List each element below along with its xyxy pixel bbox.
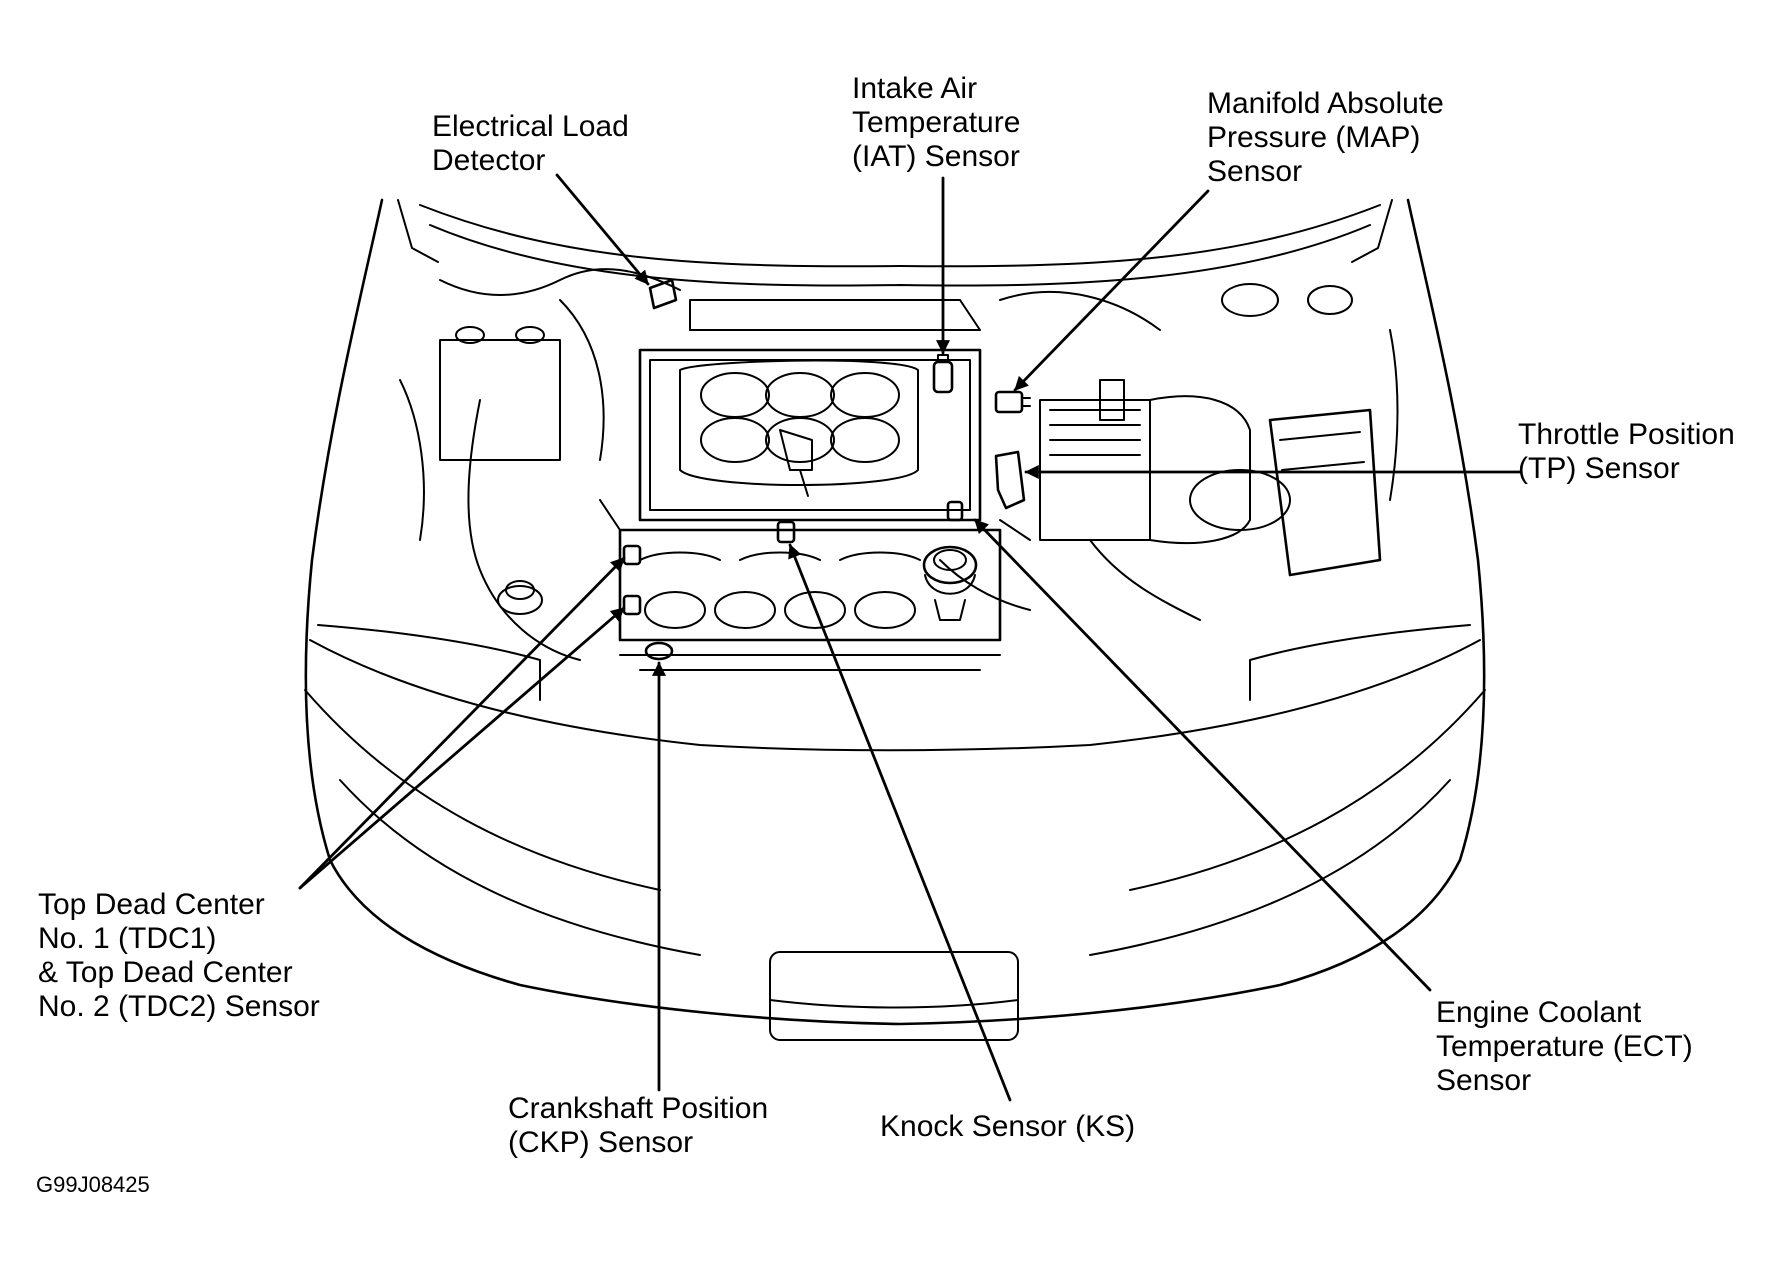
map-label-line: Pressure (MAP)	[1207, 121, 1421, 154]
iat-label-line: (IAT) Sensor	[852, 140, 1020, 173]
leader-lines	[298, 173, 1522, 1102]
tdc-label-line: & Top Dead Center	[38, 956, 293, 989]
sensor-components	[622, 278, 1125, 661]
figure-code: G99J08425	[36, 1172, 150, 1197]
tdc2-leader	[298, 606, 626, 890]
tdc-label-line: Top Dead Center	[38, 888, 265, 921]
tp-label-line: Throttle Position	[1518, 418, 1735, 451]
ect-label-line: Sensor	[1436, 1064, 1532, 1097]
tdc-label-line: No. 2 (TDC2) Sensor	[38, 990, 320, 1023]
iat-label: Intake Air Temperature (IAT) Sensor	[852, 72, 1020, 174]
ks-label: Knock Sensor (KS)	[880, 1110, 1135, 1144]
car-body-outline	[304, 198, 1486, 1041]
ks-label-line: Knock Sensor (KS)	[880, 1110, 1136, 1143]
ckp-label-line: Crankshaft Position	[508, 1092, 769, 1125]
map-label-line: Manifold Absolute	[1207, 87, 1444, 120]
map-label: Manifold Absolute Pressure (MAP) Sensor	[1207, 87, 1444, 189]
ect-label-line: Temperature (ECT)	[1436, 1030, 1693, 1063]
ckp-label: Crankshaft Position (CKP) Sensor	[508, 1092, 768, 1160]
tdc1-leader	[298, 556, 626, 890]
tdc-label: Top Dead Center No. 1 (TDC1) & Top Dead …	[38, 888, 320, 1024]
engine-assembly	[399, 268, 1399, 671]
ect-label-line: Engine Coolant	[1436, 996, 1642, 1029]
eld-label: Electrical Load Detector	[432, 110, 629, 178]
tdc-label-line: No. 1 (TDC1)	[38, 922, 217, 955]
map-leader	[1013, 189, 1210, 392]
eld-leader	[555, 173, 650, 286]
ks-leader	[788, 543, 1012, 1102]
eld-label-line: Detector	[432, 144, 546, 177]
map-label-line: Sensor	[1207, 155, 1303, 188]
eld-label-line: Electrical Load	[432, 110, 629, 143]
ect-label: Engine Coolant Temperature (ECT) Sensor	[1436, 996, 1693, 1098]
ckp-label-line: (CKP) Sensor	[508, 1126, 694, 1159]
tp-label: Throttle Position (TP) Sensor	[1518, 418, 1735, 486]
iat-label-line: Temperature	[852, 106, 1021, 139]
tp-label-line: (TP) Sensor	[1518, 452, 1680, 485]
ect-leader	[973, 518, 1432, 992]
iat-label-line: Intake Air	[852, 72, 978, 105]
